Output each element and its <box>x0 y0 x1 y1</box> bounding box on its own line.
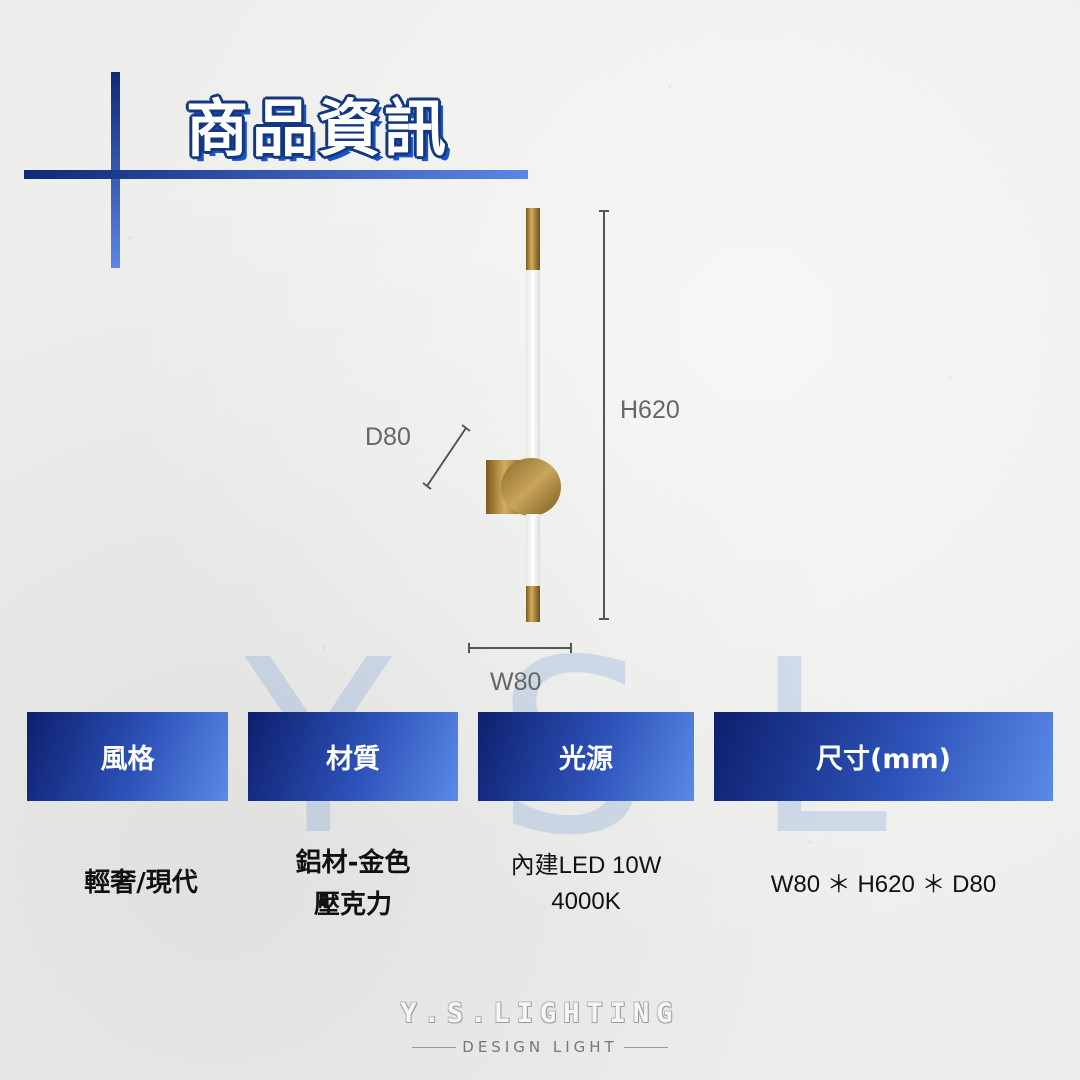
depth-label: D80 <box>365 423 411 451</box>
tagline-rule-right <box>623 1047 668 1048</box>
page-title: 商品資訊 <box>186 92 451 165</box>
upper-acrylic-tube <box>526 270 540 462</box>
spec-value-size: W80 ＊ H620 ＊ D80 <box>714 867 1053 903</box>
spec-value-line: W80 ＊ H620 ＊ D80 <box>770 871 997 898</box>
spec-value-light-source: 內建LED 10W 4000K <box>478 848 694 920</box>
accent-horizontal-line <box>24 170 528 179</box>
spec-header-style: 風格 <box>27 712 228 801</box>
spec-header-light-source: 光源 <box>478 712 694 801</box>
lower-acrylic-tube <box>526 514 540 586</box>
spec-value-material: 鋁材-金色 壓克力 <box>248 842 458 926</box>
width-label: W80 <box>490 668 542 696</box>
spec-value-line: 鋁材-金色 <box>295 848 411 878</box>
spec-value-line: 4000K <box>551 888 621 915</box>
brand-tagline: DESIGN LIGHT <box>0 1038 1080 1056</box>
spec-value-line: 輕奢/現代 <box>84 868 198 898</box>
spec-header-material: 材質 <box>248 712 458 801</box>
spec-header-size: 尺寸(mm) <box>714 712 1053 801</box>
height-label: H620 <box>620 396 680 424</box>
spec-value-line: 壓克力 <box>313 890 392 920</box>
brand-tagline-text: DESIGN LIGHT <box>462 1038 618 1056</box>
spec-value-line: 內建LED 10W <box>510 852 662 879</box>
tagline-rule-left <box>412 1047 457 1048</box>
top-gold-cap <box>526 208 540 270</box>
bottom-gold-cap <box>526 586 540 622</box>
spec-value-style: 輕奢/現代 <box>27 862 255 904</box>
mount-disc <box>501 458 561 516</box>
brand-logo-text: Y.S.LIGHTING <box>400 998 680 1029</box>
